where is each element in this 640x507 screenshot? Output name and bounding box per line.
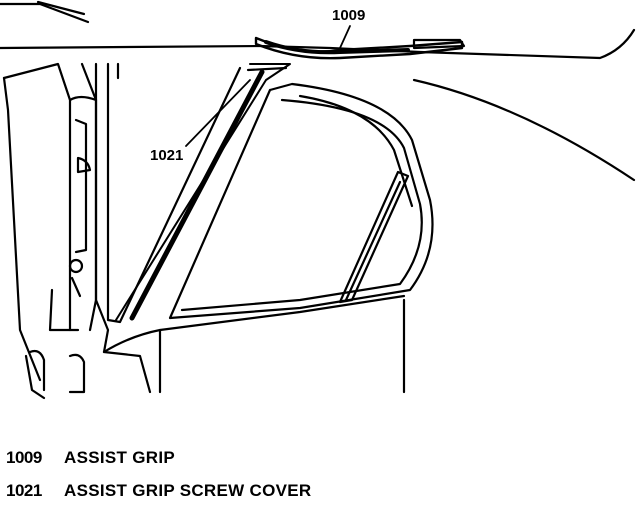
legend-description: ASSIST GRIP SCREW COVER bbox=[64, 480, 312, 500]
rear-door-frame bbox=[94, 62, 242, 394]
lower-trim bbox=[24, 349, 86, 400]
legend-item: 1009 ASSIST GRIP bbox=[6, 441, 311, 474]
roof-contour bbox=[412, 78, 636, 182]
legend-description: ASSIST GRIP bbox=[64, 447, 175, 467]
leader-lines bbox=[185, 25, 351, 147]
door-panel bbox=[102, 294, 406, 394]
window-glass-edge bbox=[338, 170, 410, 304]
legend-number: 1021 bbox=[6, 480, 42, 500]
corner-fragment bbox=[0, 0, 90, 24]
legend-number: 1009 bbox=[6, 447, 42, 467]
b-pillar-trim bbox=[2, 62, 98, 382]
rear-window-frame bbox=[168, 82, 434, 320]
callout-1009: 1009 bbox=[332, 7, 365, 24]
assist-grip bbox=[254, 36, 466, 60]
parts-legend: 1009 ASSIST GRIP 1021 ASSIST GRIP SCREW … bbox=[6, 441, 311, 507]
legend-item: 1021 ASSIST GRIP SCREW COVER bbox=[6, 474, 311, 507]
callout-1021: 1021 bbox=[150, 147, 183, 164]
screw-cover-channel bbox=[115, 63, 291, 321]
